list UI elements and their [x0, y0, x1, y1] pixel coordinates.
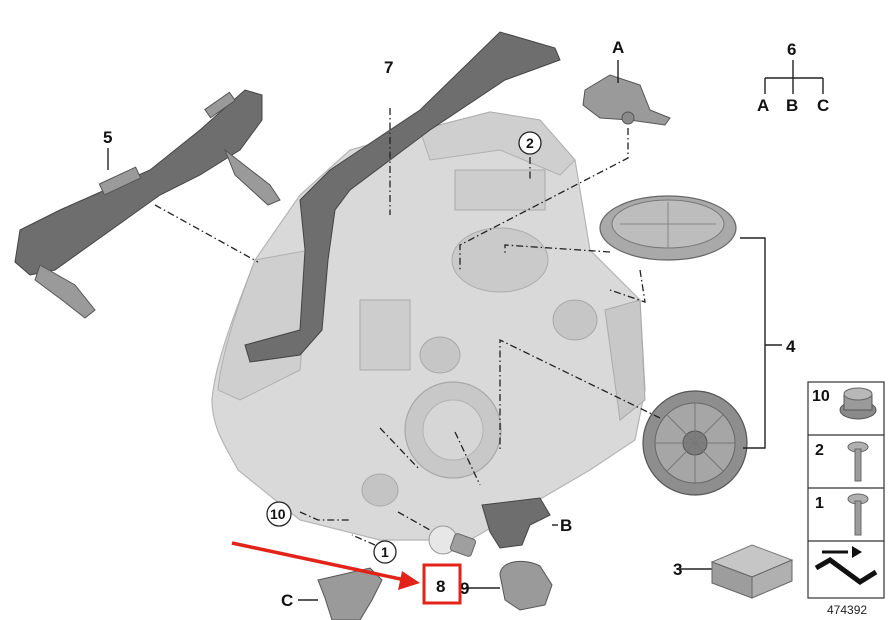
callout-10: 10 [270, 506, 286, 522]
callout-5: 5 [103, 128, 112, 147]
leader-lines [107, 60, 782, 601]
grommet-icon [839, 387, 877, 420]
callout-labels: 5 7 A 4 B C 3 9 2 10 1 [103, 38, 796, 610]
callout-c: C [281, 591, 293, 610]
screw-icon [847, 441, 869, 482]
part-4-cap-upper [599, 195, 737, 261]
legend-item-1-num: 1 [815, 495, 824, 512]
tree-root-label: 6 [787, 40, 796, 59]
callout-4: 4 [786, 337, 796, 356]
part-a-mount [582, 74, 671, 126]
callout-8: 8 [436, 577, 445, 596]
part-8-bulb [428, 525, 477, 557]
part-4-cap-lower [642, 390, 748, 496]
callout-1: 1 [381, 544, 389, 560]
legend-item-2-num: 2 [815, 442, 824, 459]
callout-3: 3 [673, 560, 682, 579]
arrow-icon [814, 546, 878, 586]
legend-item-10-num: 10 [812, 388, 830, 405]
tree-b-label: B [786, 96, 798, 115]
variant-tree-6: 6 A B C [757, 40, 829, 115]
callout-b: B [560, 516, 572, 535]
callout-a: A [612, 38, 624, 57]
callout-2: 2 [526, 135, 534, 151]
part-5-bracket [14, 89, 281, 319]
callout-9: 9 [460, 579, 469, 598]
screw-icon [847, 493, 869, 536]
tree-c-label: C [817, 96, 829, 115]
catalog-number: 474392 [827, 603, 867, 617]
tree-a-label: A [757, 96, 769, 115]
callout-7: 7 [384, 58, 393, 77]
part-7-seal-strip [244, 31, 561, 363]
headlight-housing [211, 111, 646, 541]
part-b-mount [481, 497, 551, 549]
part-c-mount [317, 567, 383, 620]
legend-box: 10 2 1 [807, 381, 885, 599]
part-3-box [710, 544, 794, 599]
highlight-part-8: 8 [231, 541, 462, 605]
part-9-socket [499, 560, 553, 611]
